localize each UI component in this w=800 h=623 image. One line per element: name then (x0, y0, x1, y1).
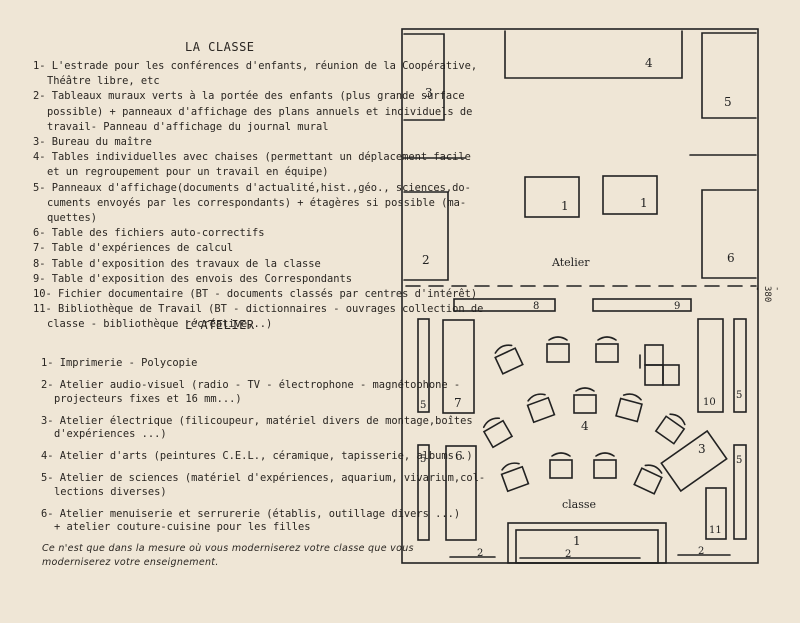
desk-with-chair (482, 417, 514, 449)
estrade-1 (507, 522, 667, 564)
atelier-legend-line: 3- Atelier électrique (filicoupeur, maté… (41, 414, 473, 427)
atelier-legend-line: + atelier couture-cuisine pour les fille… (54, 521, 311, 533)
plan-label-2-b: 2 (565, 549, 571, 560)
desk-with-chair (615, 393, 643, 423)
plan-label-6-classe: 6 (455, 449, 463, 463)
table-6 (445, 445, 477, 541)
shelf-5-left-top (417, 318, 430, 413)
desk-with-chair (546, 336, 570, 363)
classe-legend-line: 7- Table d'expériences de calcul (33, 242, 234, 255)
classe-legend-line: quettes) (47, 212, 98, 224)
classe-legend-line: 1- L'estrade pour les conférences d'enfa… (33, 60, 478, 72)
plan-outer-wall (401, 28, 759, 564)
atelier-legend-line: 5- Atelier de sciences (matériel d'expér… (41, 472, 486, 484)
plan-label-atelier: Atelier (551, 256, 590, 269)
plan-label-4-mid: 4 (581, 419, 589, 433)
workbench-2 (403, 191, 449, 281)
plan-label-1-a: 1 (561, 199, 569, 213)
desk-with-chair (593, 452, 617, 479)
desk-group (644, 344, 664, 366)
plan-label-5-left-1: 5 (420, 400, 426, 411)
classe-legend-line: 9- Table d'exposition des envois des Cor… (33, 272, 353, 285)
table-9 (592, 298, 692, 312)
atelier-legend-line: projecteurs fixes et 16 mm...) (54, 392, 242, 405)
plan-label-5-left-2: 5 (420, 454, 426, 465)
fichier-10 (697, 318, 724, 413)
bureau-maitre-3 (660, 429, 728, 493)
plan-label-6-atelier: 6 (727, 251, 735, 265)
plan-label-5-top: 5 (724, 95, 732, 109)
classe-legend-line: 8- Table d'exposition des travaux de la … (33, 257, 321, 270)
atelier-legend-line: 4- Atelier d'arts (peintures C.E.L., cér… (41, 450, 473, 462)
plan-label-7: 7 (454, 396, 462, 410)
classe-legend-line: classe - bibliothèque récréative,..) (47, 318, 273, 331)
plan-label-2-atelier: 2 (422, 253, 430, 267)
classe-legend-line: 3- Bureau du maître (33, 136, 152, 148)
shelf-5-left-bottom (417, 444, 430, 541)
closing-note-line: Ce n'est que dans la mesure où vous mode… (42, 543, 414, 554)
section-title-classe: LA CLASSE (185, 40, 255, 54)
classe-legend-line: 5- Panneaux d'affichage(documents d'actu… (33, 181, 471, 194)
classe-legend-line: cuments envoyés par les correspondants) … (47, 196, 467, 209)
table-1-b (602, 175, 658, 215)
plan-label-9: 9 (674, 301, 680, 312)
classe-legend-line: 2- Tableaux muraux verts à la portée des… (33, 90, 465, 103)
classe-legend-line: Théâtre libre, etc (47, 75, 160, 88)
classe-legend-line: 10- Fichier documentaire (BT - documents… (33, 288, 478, 300)
classe-legend-line: 11- Bibliothèque de Travail (BT - dictio… (33, 303, 484, 316)
table-7 (442, 319, 475, 414)
classe-legend-line: travail- Panneau d'affichage du journal … (47, 120, 329, 133)
plan-label-3: 3 (425, 86, 433, 100)
table-1-a (524, 176, 580, 218)
shelf-5-right-bottom (733, 444, 747, 540)
top-bench-4 (504, 30, 683, 79)
desk-with-chair (494, 344, 524, 375)
atelier-legend-line: 6- Atelier menuiserie et serrurerie (éta… (41, 507, 461, 520)
classe-legend-line: et un regroupement pour un travail en éq… (47, 166, 329, 179)
desk-with-chair (573, 387, 597, 414)
plan-label-1-b: 1 (640, 196, 648, 210)
right-cabinet-5 (701, 32, 757, 119)
atelier-legend-line: lections diverses) (54, 485, 167, 498)
atelier-legend-line: d'expériences ...) (54, 428, 167, 440)
classe-legend-line: 4- Tables individuelles avec chaises (pe… (33, 151, 471, 164)
workbench-6 (701, 189, 757, 279)
plan-label-10: 10 (703, 397, 716, 408)
section-title-atelier: L'ATELIER (185, 318, 255, 332)
plan-label-4-top: 4 (645, 56, 653, 70)
plan-label-2-c: 2 (698, 546, 704, 557)
plan-label-5-right-1: 5 (736, 390, 742, 401)
desk-with-chair (526, 393, 556, 424)
desk-with-chair (654, 413, 686, 445)
plan-label-2-a: 2 (477, 548, 483, 559)
classe-legend-line: 6- Table des fichiers auto-correctifs (33, 227, 265, 240)
plan-label-1-estrade: 1 (573, 534, 581, 548)
bibliotheque-11 (705, 487, 727, 540)
plan-label-8: 8 (533, 301, 539, 312)
desk-with-chair (549, 452, 573, 479)
desk-with-chair (633, 464, 663, 495)
classe-legend-line: possible) + panneaux d'affichage des pla… (47, 105, 473, 118)
table-8 (453, 298, 556, 312)
desk-group (644, 364, 664, 386)
plan-label-3-classe: 3 (698, 442, 706, 456)
shelf-5-right-top (733, 318, 747, 413)
desk-with-chair (595, 336, 619, 363)
plan-label-5-right-2: 5 (736, 455, 742, 466)
desk-group (662, 364, 680, 386)
atelier-legend-line: 2- Atelier audio-visuel (radio - TV - él… (41, 379, 461, 391)
plan-label-classe: classe (562, 498, 596, 511)
left-cabinet-3 (403, 33, 445, 121)
closing-note-line: moderniserez votre enseignement. (42, 557, 219, 568)
plan-label-11: 11 (709, 525, 722, 536)
desk-with-chair (500, 462, 530, 493)
estrade-1-inner (515, 529, 659, 564)
atelier-legend-line: 1- Imprimerie - Polycopie (41, 357, 198, 369)
